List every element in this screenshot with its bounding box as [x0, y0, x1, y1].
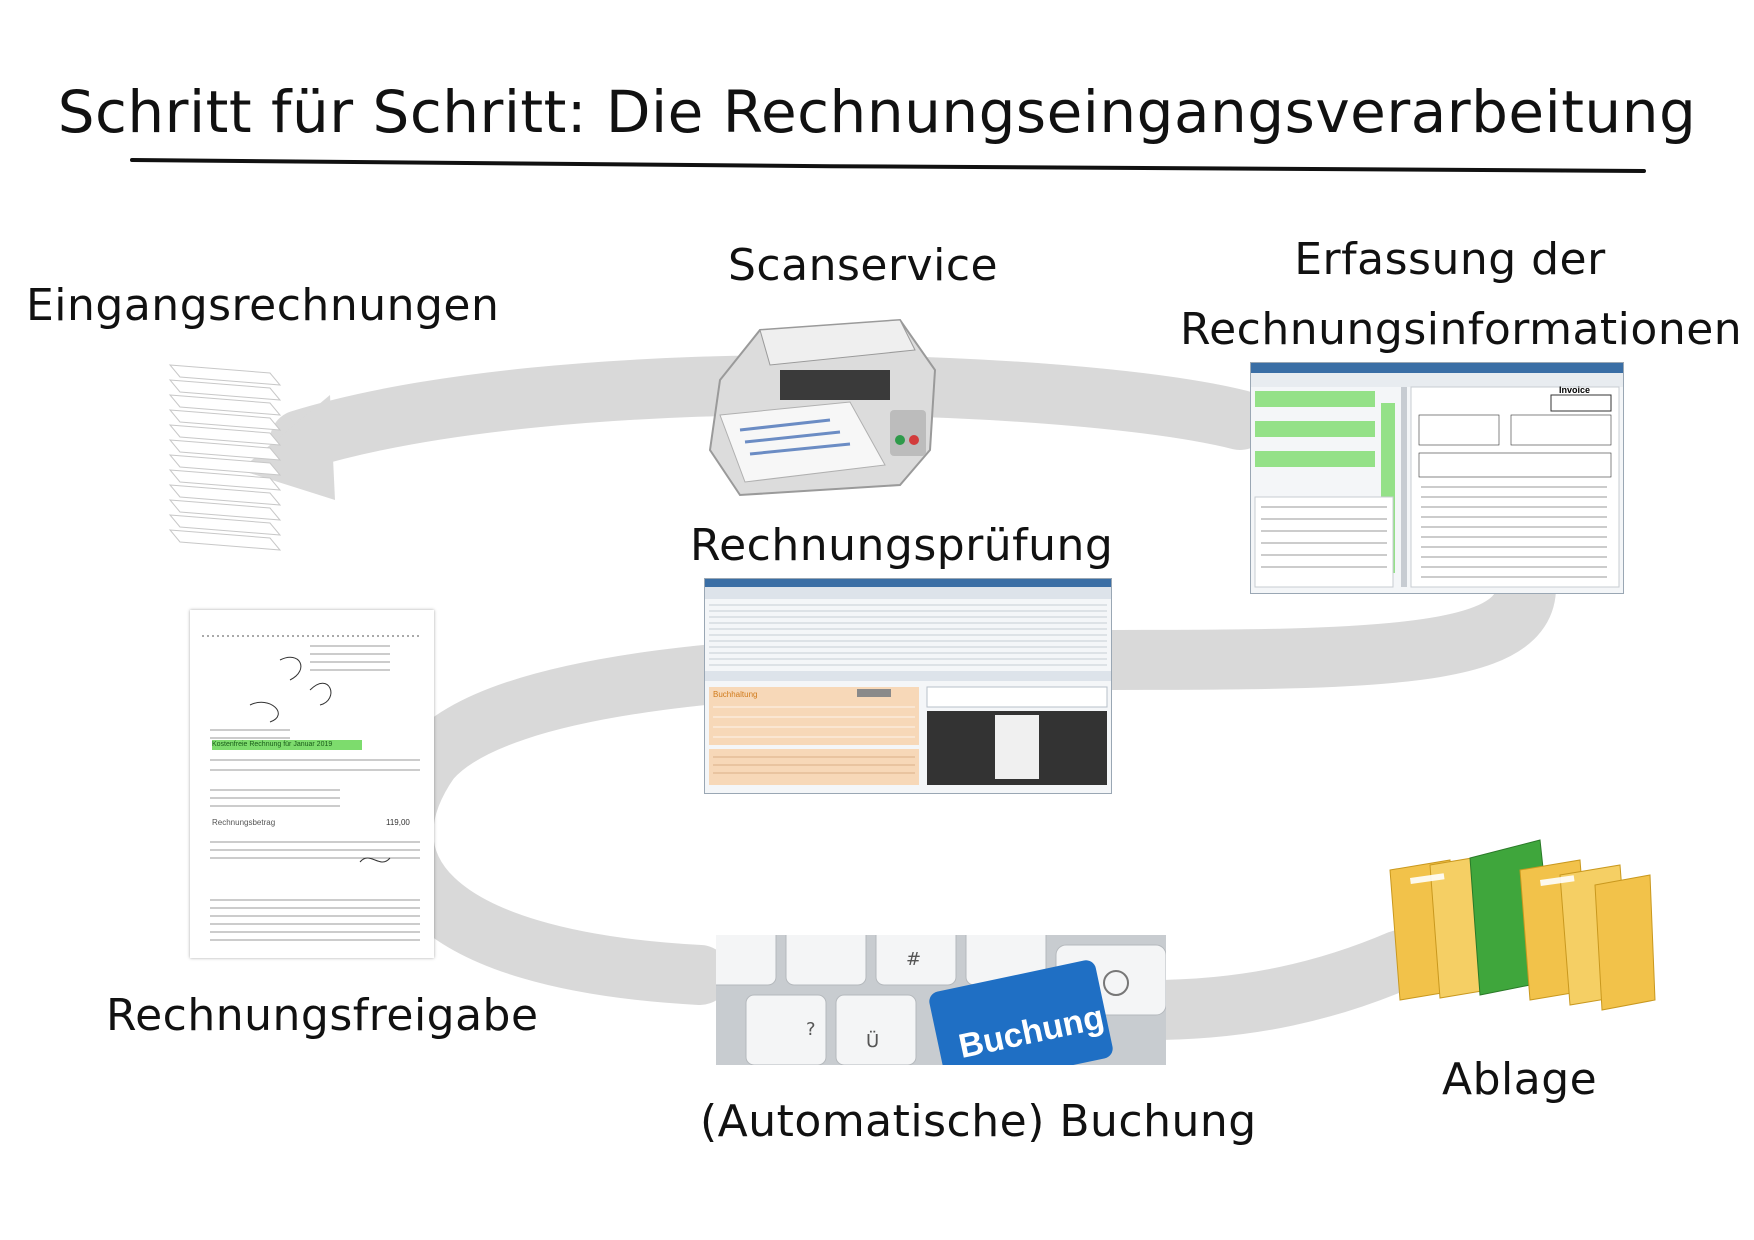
label-buchung: (Automatische) Buchung: [700, 1096, 1257, 1147]
keyboard-image: Buchung ? Ü #: [716, 935, 1166, 1065]
page-title: Schritt für Schritt: Die Rechnungseingan…: [57, 78, 1697, 146]
erfassung-invoice-heading: Invoice: [1559, 385, 1590, 395]
label-scanservice: Scanservice: [728, 240, 999, 291]
scanner-icon: [708, 318, 937, 497]
invoice-amount-label: Rechnungsbetrag: [212, 818, 276, 827]
buchung-key: Buchung: [929, 960, 1113, 1065]
invoice-highlight: Kostenfreie Rechnung für Januar 2019: [212, 740, 362, 750]
title-underline: [130, 158, 1646, 173]
invoice-amount: 119,00: [386, 818, 410, 827]
label-erfassung-line2: Rechnungsinformationen: [1180, 304, 1743, 355]
label-eingangsrechnungen: Eingangsrechnungen: [26, 280, 500, 331]
svg-text:Ü: Ü: [866, 1030, 879, 1052]
label-ablage: Ablage: [1442, 1054, 1598, 1105]
label-rechnungspruefung: Rechnungsprüfung: [690, 520, 1114, 571]
erfassung-screenshot: Invoice: [1250, 362, 1624, 594]
pruefung-screenshot: Buchhaltung: [704, 578, 1112, 794]
label-erfassung: Erfassung der Rechnungsinformationen: [1180, 225, 1743, 365]
svg-text:?: ?: [806, 1019, 816, 1040]
pruefung-section-heading: Buchhaltung: [713, 690, 757, 699]
paper-stack-icon: [168, 364, 282, 551]
invoice-document: Kostenfreie Rechnung für Januar 2019 Rec…: [190, 610, 434, 958]
svg-text:#: #: [906, 949, 921, 970]
folders-icon: [1389, 839, 1656, 1011]
label-rechnungsfreigabe: Rechnungsfreigabe: [106, 990, 539, 1041]
label-erfassung-line1: Erfassung der: [1294, 234, 1606, 285]
